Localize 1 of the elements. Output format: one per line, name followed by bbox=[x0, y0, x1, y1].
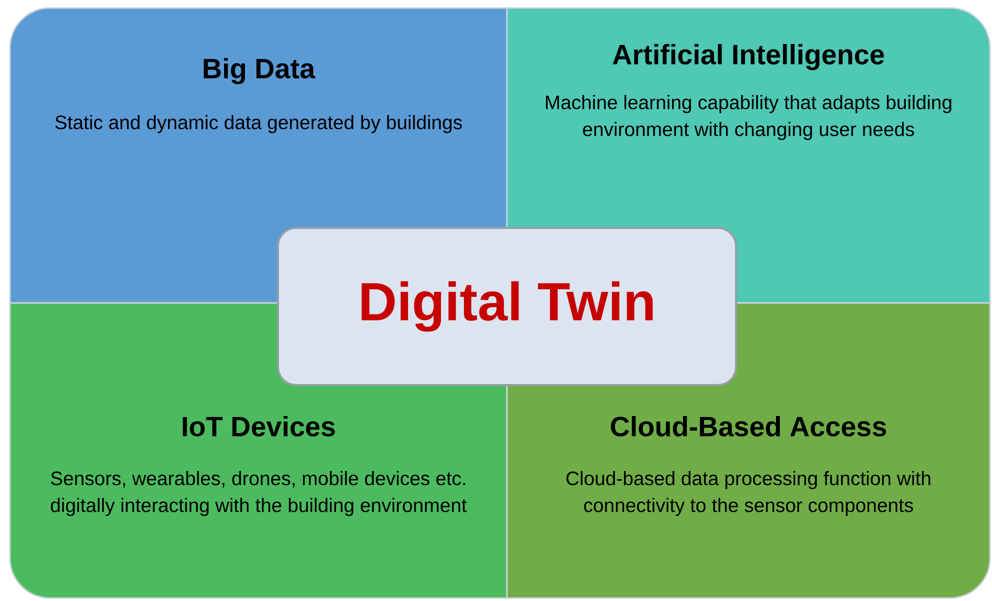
title-box: Digital Twin bbox=[277, 226, 737, 386]
